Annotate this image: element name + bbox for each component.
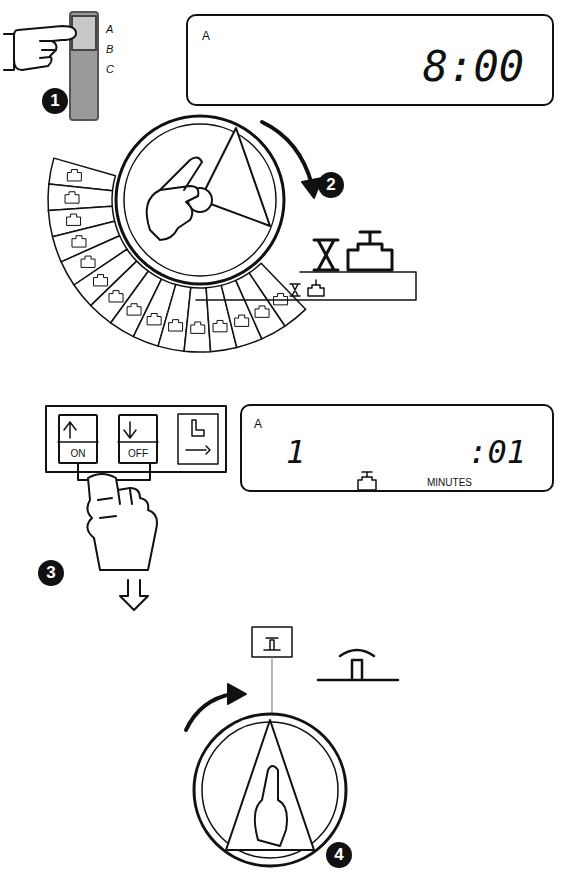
hourglass-valve-icons xyxy=(314,232,392,270)
run-time-readout: :01 xyxy=(468,436,526,468)
station-number: 1 xyxy=(286,436,305,468)
on-button: ON xyxy=(58,414,98,464)
valve-icon xyxy=(235,315,249,326)
valve-icon xyxy=(169,320,183,331)
program-letter: A xyxy=(202,30,210,42)
valve-icon xyxy=(65,192,79,203)
switch-position: C xyxy=(106,64,114,75)
button-label: ON xyxy=(60,449,96,459)
arrow-head xyxy=(228,684,246,704)
valve-icon xyxy=(191,322,205,333)
time-readout: 8:00 xyxy=(423,46,524,88)
sprinkler-position xyxy=(252,627,398,716)
valve-icon xyxy=(67,170,81,181)
valve-icon xyxy=(67,214,81,225)
rotate-arrow xyxy=(186,694,232,730)
rotate-arrow xyxy=(262,122,312,185)
switch-position: B xyxy=(106,44,113,55)
valve-icon xyxy=(127,304,141,315)
valve-icon xyxy=(81,256,95,267)
button-panel xyxy=(46,406,226,480)
units-label: MINUTES xyxy=(427,478,472,488)
valve-icon xyxy=(213,320,227,331)
off-button: OFF xyxy=(118,414,158,464)
callout-number: 1 xyxy=(42,88,68,114)
program-letter: A xyxy=(254,418,262,430)
valve-icon xyxy=(255,306,269,317)
lcd-display: A 1 :01MINUTES xyxy=(240,404,554,492)
lcd-display: A 8:00 xyxy=(186,14,554,106)
dial-segment xyxy=(249,263,305,326)
down-arrow xyxy=(120,580,148,610)
rotary-dial xyxy=(194,714,346,866)
valve-icon xyxy=(274,293,288,304)
valve-icon xyxy=(72,236,86,247)
valve-icon xyxy=(147,313,161,324)
rotary-dial xyxy=(116,116,284,284)
pressing-hand xyxy=(4,26,76,70)
dial-bar xyxy=(196,272,416,300)
callout-number: 3 xyxy=(38,560,64,586)
valve-icon xyxy=(94,275,108,286)
callout-number: 2 xyxy=(318,172,344,198)
switch-position: A xyxy=(106,24,113,35)
callout-number: 4 xyxy=(326,842,352,868)
button-label: OFF xyxy=(120,449,156,459)
valve-icon xyxy=(109,291,123,302)
pressing-hand xyxy=(87,474,157,570)
valve-icon xyxy=(358,472,376,490)
